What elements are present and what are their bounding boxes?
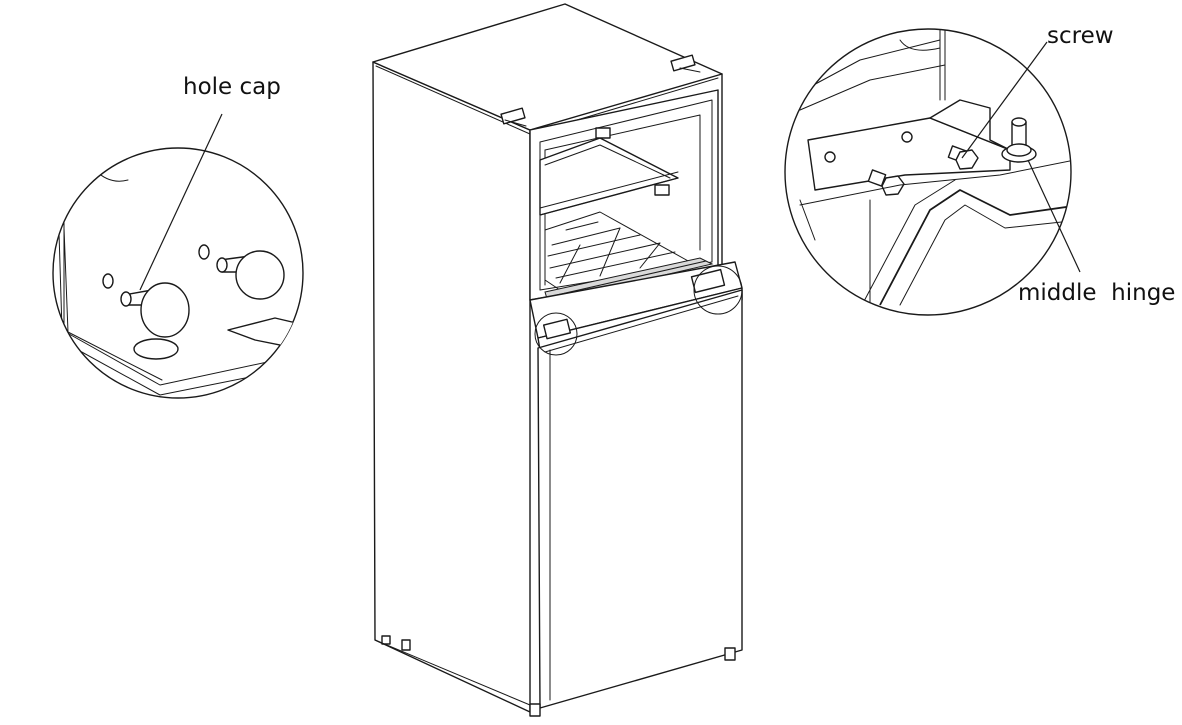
hole-cap-pin-right — [216, 250, 285, 300]
screw-2 — [947, 145, 979, 170]
fridge-feet — [374, 635, 736, 717]
cabinet-side — [372, 61, 531, 713]
middle-hinge-detail: screw middle hinge — [784, 23, 1175, 316]
fridge-door — [537, 289, 743, 709]
top-hinge-left — [500, 107, 527, 127]
refrigerator — [372, 3, 743, 717]
hole-cap-label: hole cap — [183, 74, 281, 100]
screw-label: screw — [1047, 23, 1114, 49]
hole-cap-disc — [133, 338, 179, 360]
detail-circle-right — [693, 265, 743, 315]
middle-hinge-label: middle hinge — [1018, 280, 1175, 306]
hinge-pin — [1001, 117, 1037, 163]
detail-circle-left — [534, 312, 578, 356]
hole-cap-detail: hole cap — [52, 74, 304, 399]
screw-leader — [961, 41, 1048, 159]
freezer-shelf — [539, 127, 679, 216]
middle-hinge-leader — [1027, 159, 1081, 273]
screw-1 — [867, 169, 905, 196]
hole-cap-leader — [139, 113, 223, 291]
top-hinge-right — [670, 54, 701, 73]
hole-cap-pin-left — [120, 282, 190, 338]
